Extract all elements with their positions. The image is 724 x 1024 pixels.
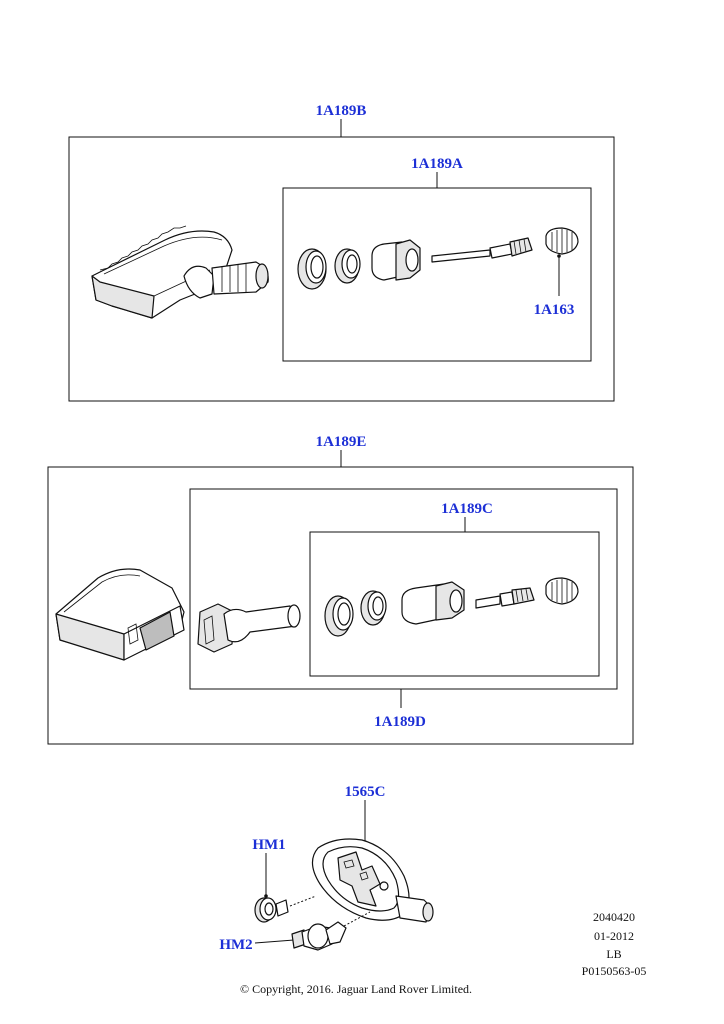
- callout-1a163[interactable]: 1A163: [534, 302, 575, 318]
- nut-hm1-icon[interactable]: [254, 897, 289, 923]
- valve-cap-icon[interactable]: [545, 577, 579, 605]
- callout-hm1[interactable]: HM1: [252, 837, 285, 853]
- group-1a189e: 1A189E 1A189D 1A189C: [47, 434, 634, 745]
- valve-nut-icon[interactable]: [371, 239, 421, 281]
- leader-dot: [557, 254, 561, 258]
- tpms-sensor-icon[interactable]: [91, 225, 269, 319]
- grommet-inner-icon[interactable]: [360, 590, 387, 626]
- grommet-outer-icon[interactable]: [297, 248, 327, 290]
- drawing-code: 2040420: [593, 910, 635, 924]
- drawing-date: 01-2012: [594, 929, 634, 943]
- frame-1a189d: [189, 488, 618, 690]
- callout-1a189b[interactable]: 1A189B: [316, 103, 367, 119]
- assembly-line: [289, 895, 317, 907]
- callout-1565c[interactable]: 1565C: [345, 784, 386, 800]
- drawing-region: LB: [606, 947, 621, 961]
- frame-1a189e: [47, 466, 634, 745]
- drawing-ref: P0150563-05: [582, 964, 647, 978]
- valve-core-icon[interactable]: [431, 237, 533, 263]
- valve-nut-icon[interactable]: [401, 581, 465, 625]
- callout-1a189d[interactable]: 1A189D: [374, 714, 426, 730]
- group-1565c: 1565C HM1 HM2: [219, 784, 434, 953]
- grommet-outer-icon[interactable]: [324, 595, 354, 637]
- frame-1a189a: [282, 187, 592, 362]
- callout-1a189e[interactable]: 1A189E: [316, 434, 367, 450]
- assembly-line: [343, 911, 371, 927]
- leader-line: [254, 939, 295, 944]
- callout-1a189a[interactable]: 1A189A: [411, 156, 463, 172]
- mounting-bracket-icon[interactable]: [311, 838, 434, 923]
- grommet-inner-icon[interactable]: [334, 248, 361, 284]
- clip-hm2-icon[interactable]: [291, 921, 347, 951]
- group-1a189b: 1A189B 1A189A: [68, 103, 615, 402]
- frame-1a189c: [309, 531, 600, 677]
- frame-1a189b: [68, 136, 615, 402]
- callout-1a189c[interactable]: 1A189C: [441, 501, 493, 517]
- valve-stem-icon[interactable]: [197, 603, 301, 653]
- valve-cap-icon[interactable]: [545, 227, 579, 255]
- copyright-text: © Copyright, 2016. Jaguar Land Rover Lim…: [240, 982, 472, 996]
- callout-hm2[interactable]: HM2: [219, 937, 252, 953]
- valve-core-icon[interactable]: [475, 587, 535, 609]
- drawing-info: 2040420 01-2012 LB P0150563-05 © Copyrig…: [240, 910, 646, 996]
- leader-dot: [264, 894, 268, 898]
- tpms-module-icon[interactable]: [55, 568, 185, 661]
